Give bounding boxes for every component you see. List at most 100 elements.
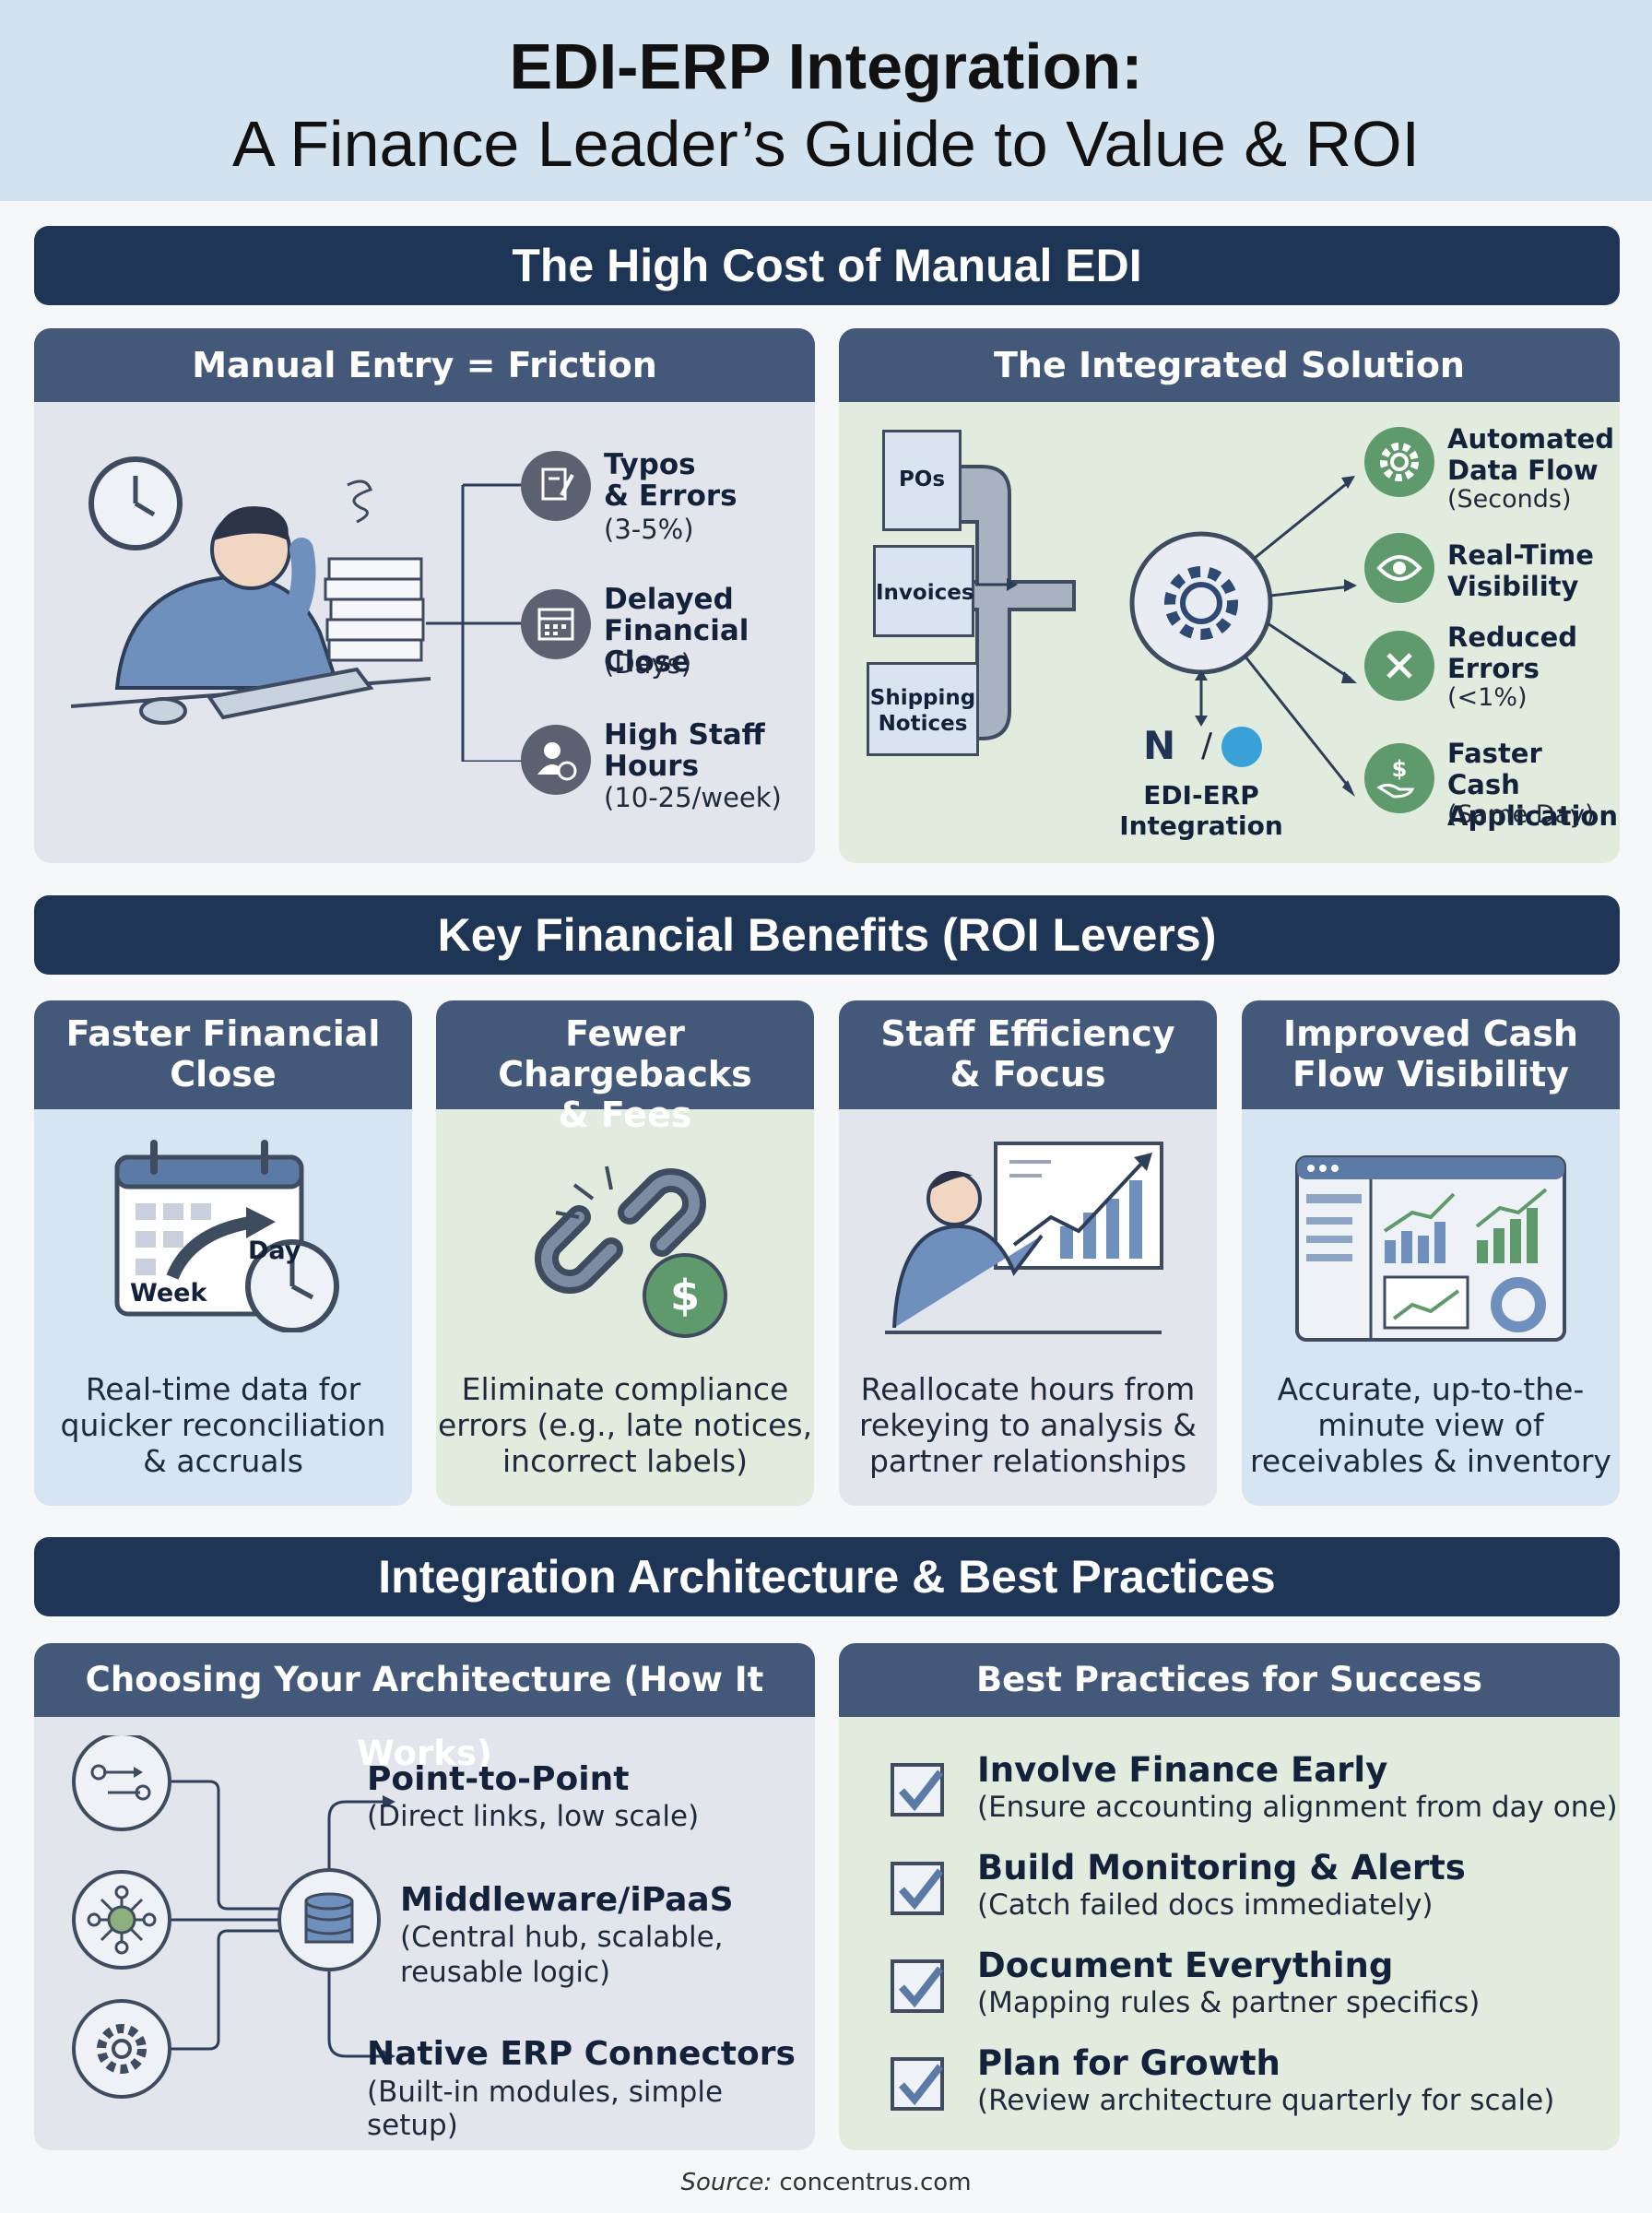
benefit-card-description: Real-time data for <box>85 1371 361 1407</box>
doc-po: POs <box>882 430 962 531</box>
output-detail: (Same Day) <box>1447 800 1595 829</box>
benefit-card-description: Accurate, up-to-the- <box>1277 1371 1585 1407</box>
friction-item-title: Typos <box>604 448 696 481</box>
architecture-option-detail: (Built-in modules, simple setup) <box>367 2076 724 2142</box>
stressed-worker-icon <box>70 456 431 725</box>
calendar-clock-icon <box>114 1140 339 1332</box>
logo-separator: / <box>1201 727 1213 764</box>
doc-invoices: Invoices <box>873 545 974 637</box>
output-detail: (<1%) <box>1447 683 1528 712</box>
benefit-card-description: receivables & inventory <box>1250 1443 1611 1479</box>
benefit-card-staff: Staff Efficiency & Focus Reallocate hour… <box>839 1000 1217 1506</box>
svg-text:$: $ <box>1392 756 1408 782</box>
source-link[interactable]: concentrus.com <box>779 2169 972 2196</box>
calendar-icon <box>521 589 591 659</box>
output-title: Real-Time <box>1447 539 1594 571</box>
user-clock-icon <box>521 725 591 795</box>
architecture-diagram <box>72 1735 395 2099</box>
practice-detail: (Review architecture quarterly for scale… <box>977 2084 1555 2117</box>
architecture-option-detail: reusable logic) <box>400 1956 611 1989</box>
eye-icon <box>1364 533 1434 603</box>
benefit-card-description: Reallocate hours from <box>860 1371 1196 1407</box>
benefit-card-description: partner relationships <box>868 1443 1187 1479</box>
best-practices-heading: Best Practices for Success <box>839 1643 1620 1717</box>
benefit-card-chargebacks: Fewer Chargebacks & Fees $ Eliminate com… <box>436 1000 814 1506</box>
benefit-card-title: Improved Cash <box>1283 1013 1578 1054</box>
benefit-card-title: Fewer Chargebacks <box>498 1013 752 1095</box>
error-x-icon <box>1364 631 1434 701</box>
hub-label: Integration <box>1119 811 1283 841</box>
practice-detail: (Mapping rules & partner specifics) <box>977 1986 1481 2019</box>
friction-item-detail: (Days) <box>604 648 692 680</box>
edi-logo-icon <box>1221 727 1262 767</box>
output-title: Errors <box>1447 653 1540 684</box>
friction-item-title: Financial Close <box>604 614 749 679</box>
practice-title: Build Monitoring & Alerts <box>977 1848 1466 1888</box>
benefit-card-cash-flow: Improved Cash Flow Visibility Accurate, … <box>1242 1000 1620 1506</box>
architecture-option-detail: (Central hub, scalable, <box>400 1921 724 1954</box>
practice-detail: (Catch failed docs immediately) <box>977 1888 1434 1922</box>
pencil-document-icon <box>521 451 591 521</box>
broken-chain-icon: $ <box>535 1166 727 1338</box>
svg-text:$: $ <box>670 1271 700 1320</box>
architecture-option-title: Middleware/iPaaS <box>400 1881 734 1919</box>
architecture-option-detail: (Direct links, low scale) <box>367 1800 700 1833</box>
benefit-card-description: minute view of <box>1317 1407 1544 1443</box>
practice-detail: (Ensure accounting alignment from day on… <box>977 1791 1618 1824</box>
benefit-card-description: errors (e.g., late notices, <box>437 1407 813 1443</box>
benefit-card-title: Close <box>170 1054 277 1095</box>
dashboard-icon <box>1295 1155 1566 1342</box>
doc-shipping-notices: Shipping Notices <box>867 662 979 756</box>
benefit-card-title: & Focus <box>950 1054 1106 1095</box>
output-title: Automated <box>1447 423 1614 455</box>
erp-logo: N <box>1143 723 1176 768</box>
integration-pipe-diagram <box>925 465 1357 797</box>
architecture-option-title: Point-to-Point <box>367 1760 630 1798</box>
friction-item-detail: (3-5%) <box>604 514 694 545</box>
point-to-point-icon <box>72 1735 171 1831</box>
benefit-card-description: Eliminate compliance <box>461 1371 789 1407</box>
benefit-card-title: Flow Visibility <box>1292 1054 1570 1095</box>
benefit-card-description: quicker reconciliation <box>60 1407 386 1443</box>
presenter-chart-icon <box>885 1142 1163 1334</box>
output-title: Reduced <box>1447 621 1578 653</box>
section-heading-architecture: Integration Architecture & Best Practice… <box>34 1537 1620 1616</box>
title-band <box>0 0 1652 201</box>
page-title: EDI-ERP Integration: <box>509 30 1143 102</box>
friction-item-title: Delayed <box>604 583 734 616</box>
hub-label: EDI-ERP <box>1143 780 1259 811</box>
page-subtitle: A Finance Leader’s Guide to Value & ROI <box>232 108 1420 180</box>
practice-title: Involve Finance Early <box>977 1750 1388 1790</box>
output-title: Application <box>1447 800 1618 832</box>
benefit-card-description: incorrect labels) <box>502 1443 748 1479</box>
friction-item-detail: (10-25/week) <box>604 782 782 813</box>
architecture-option-title: Native ERP Connectors <box>367 2035 796 2073</box>
friction-item-title: High Staff <box>604 718 765 751</box>
checkbox-checked-icon <box>891 1959 944 2013</box>
checkbox-checked-icon <box>891 1763 944 1817</box>
integrated-solution-panel: The Integrated Solution <box>839 328 1620 863</box>
architecture-heading: Choosing Your Architecture (How It Works… <box>34 1643 815 1773</box>
output-detail: (Seconds) <box>1447 485 1572 514</box>
checkbox-checked-icon <box>891 2057 944 2111</box>
best-practices-panel: Best Practices for Success Involve Finan… <box>839 1643 1620 2150</box>
calendar-label-week: Week <box>130 1279 207 1308</box>
integrated-solution-heading: The Integrated Solution <box>839 328 1620 402</box>
friction-item-title: Hours <box>604 750 700 783</box>
friction-item-title: & Errors <box>604 479 738 513</box>
practice-title: Document Everything <box>977 1946 1394 1985</box>
manual-entry-panel: Manual Entry = Friction <box>34 328 815 863</box>
connector-gear-icon <box>72 1999 171 2099</box>
benefit-card-title: Staff Efficiency <box>880 1013 1175 1054</box>
checkbox-checked-icon <box>891 1862 944 1915</box>
section-heading-high-cost: The High Cost of Manual EDI <box>34 226 1620 305</box>
cash-hand-icon: $ <box>1364 743 1434 813</box>
benefit-card-close: Faster Financial Close Day Week Real-tim… <box>34 1000 412 1506</box>
gear-icon <box>1364 427 1434 497</box>
calendar-label-day: Day <box>248 1237 301 1265</box>
architecture-panel: Choosing Your Architecture (How It Works… <box>34 1643 815 2150</box>
source-label: Source: <box>680 2169 773 2196</box>
benefit-card-title: & Fees <box>558 1095 692 1135</box>
manual-entry-heading: Manual Entry = Friction <box>34 328 815 402</box>
benefit-card-description: & accruals <box>143 1443 303 1479</box>
